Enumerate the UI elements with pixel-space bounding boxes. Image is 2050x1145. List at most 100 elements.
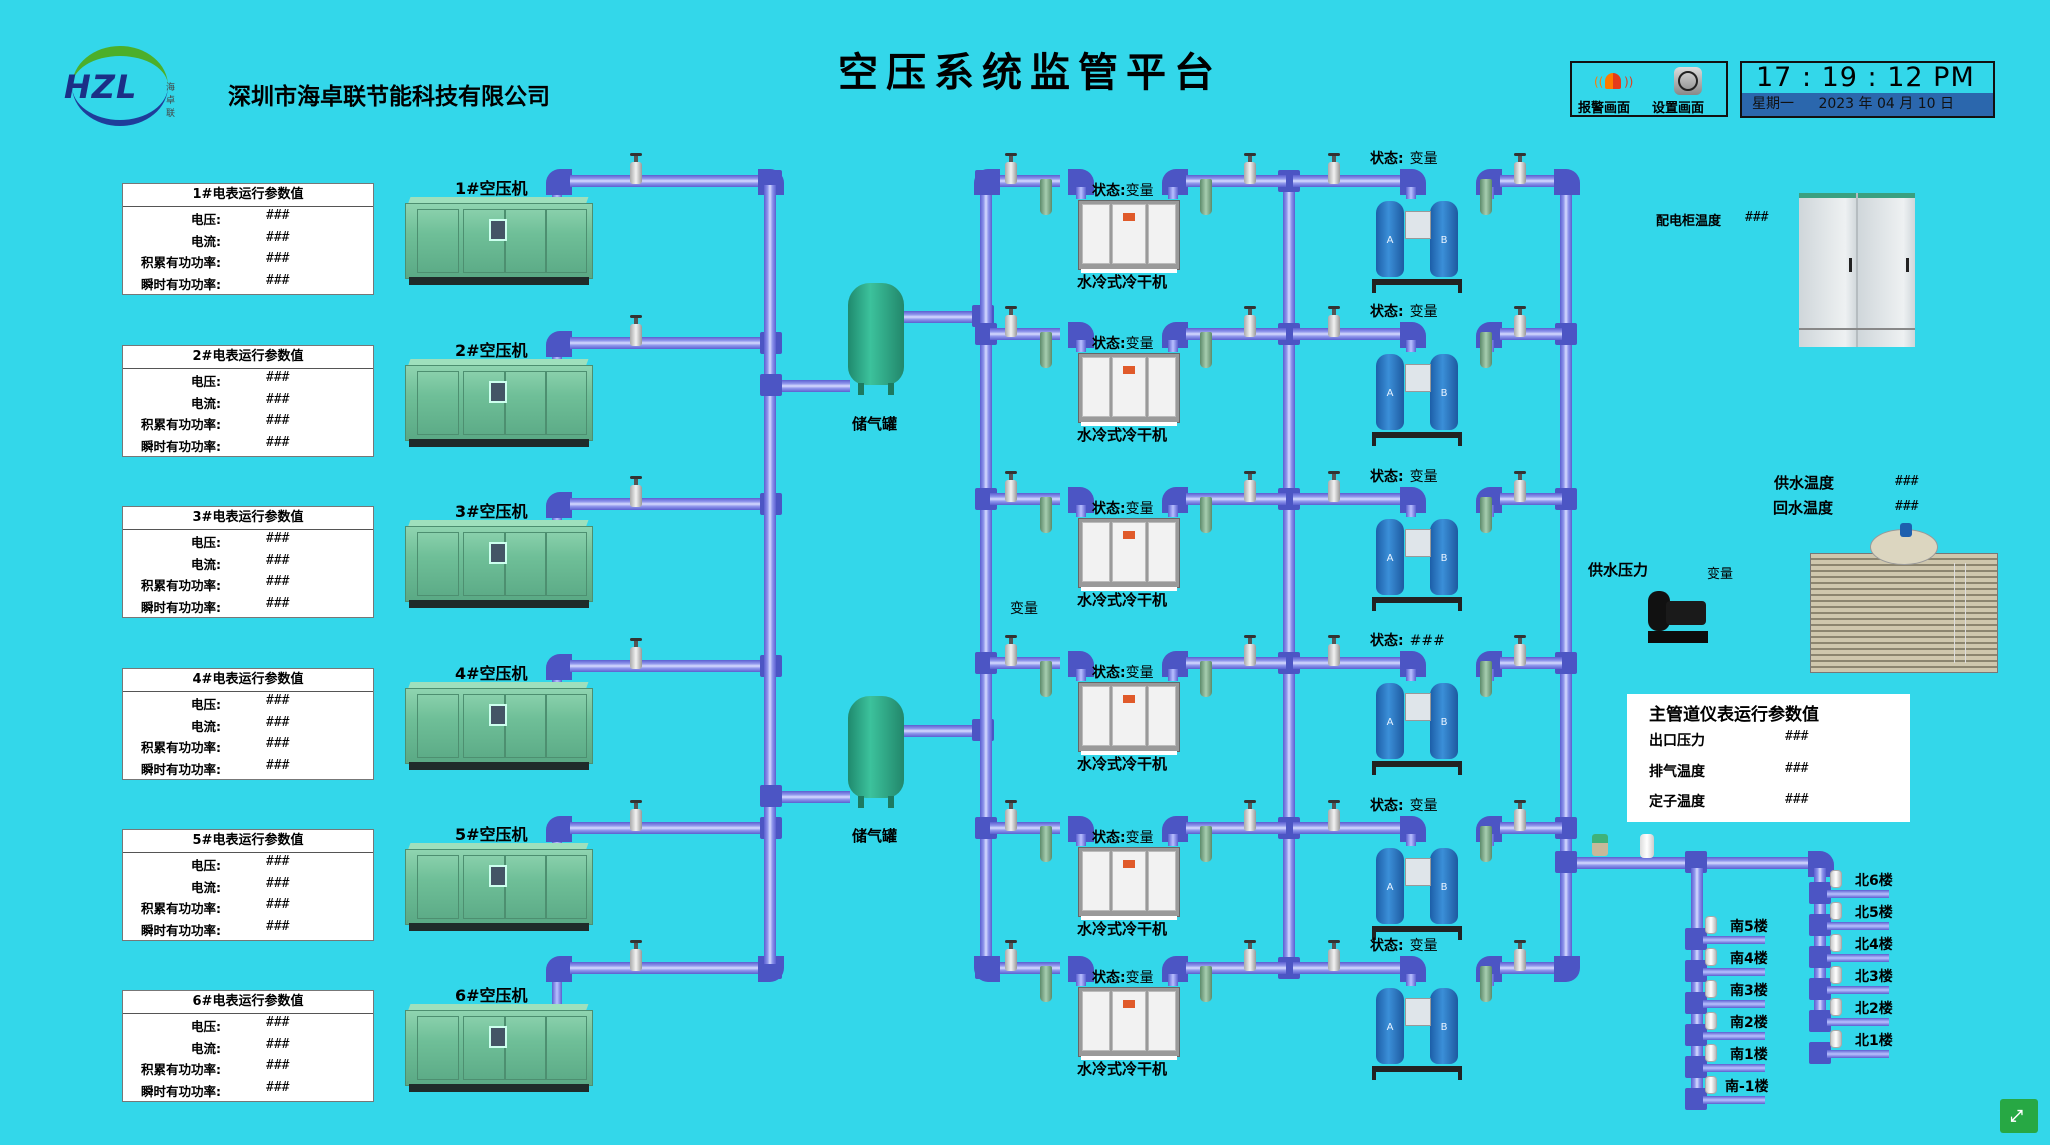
air-tank-2[interactable] [848,696,904,808]
valve[interactable] [1003,940,1019,974]
meter-label: 积累有功功率: [141,578,221,593]
water-pump[interactable] [1648,585,1710,645]
filter[interactable] [1040,332,1052,368]
filter[interactable] [1480,332,1492,368]
filter[interactable] [1480,826,1492,862]
filter[interactable] [1200,497,1212,533]
valve[interactable] [1242,635,1258,669]
cooling-tower[interactable] [1810,523,1998,685]
flow-meter[interactable] [1830,934,1842,952]
filter[interactable] [1480,497,1492,533]
filter[interactable] [1040,826,1052,862]
valve[interactable] [1242,471,1258,505]
valve[interactable] [1326,800,1342,834]
meter-label: 瞬时有功功率: [141,438,221,454]
filter[interactable] [1040,497,1052,533]
valve[interactable] [1003,800,1019,834]
power-cabinet[interactable] [1799,193,1915,347]
valve[interactable] [1326,635,1342,669]
valve[interactable] [1512,800,1528,834]
floor-label-north: 北1楼 [1855,1033,1893,1049]
adsorber-status: 状态:### [1370,630,1445,650]
filter[interactable] [1480,179,1492,215]
valve[interactable] [1512,306,1528,340]
flow-meter[interactable] [1705,1076,1717,1094]
meter-title: 5#电表运行参数值 [123,830,373,853]
pipe [904,725,980,737]
valve[interactable] [1512,471,1528,505]
valve[interactable] [1512,940,1528,974]
water-cooled-dryer-1[interactable] [1078,200,1180,273]
filter[interactable] [1200,332,1212,368]
water-cooled-dryer-5[interactable] [1078,847,1180,920]
valve[interactable] [628,940,644,974]
meter-panel-1: 1#电表运行参数值电压:###电流:###积累有功功率:###瞬时有功功率:##… [122,183,374,295]
filter[interactable] [1040,179,1052,215]
meter-value: ### [266,1079,290,1095]
pipe [1500,657,1562,669]
valve[interactable] [1326,306,1342,340]
filter[interactable] [1040,661,1052,697]
valve[interactable] [1242,800,1258,834]
valve[interactable] [1003,306,1019,340]
alarm-screen-button[interactable]: (( )) 报警画面 [1578,67,1648,116]
filter[interactable] [1200,661,1212,697]
valve[interactable] [628,315,644,349]
filter[interactable] [1200,966,1212,1002]
air-compressor-1[interactable] [405,197,593,285]
water-cooled-dryer-2[interactable] [1078,353,1180,426]
pressure-sensor[interactable] [1592,834,1608,856]
filter[interactable] [1200,826,1212,862]
flow-meter-main[interactable] [1640,834,1654,858]
valve[interactable] [1512,635,1528,669]
filter[interactable] [1040,966,1052,1002]
valve[interactable] [1242,940,1258,974]
flow-meter[interactable] [1705,1044,1717,1062]
filter[interactable] [1200,179,1212,215]
air-compressor-2[interactable] [405,359,593,447]
flow-meter[interactable] [1830,902,1842,920]
valve[interactable] [1003,153,1019,187]
valve[interactable] [628,476,644,510]
flow-meter[interactable] [1830,1030,1842,1048]
tank-a-tag: A [1386,388,1394,399]
filter[interactable] [1480,661,1492,697]
water-cooled-dryer-3[interactable] [1078,518,1180,591]
filter[interactable] [1480,966,1492,1002]
flow-meter[interactable] [1705,980,1717,998]
air-compressor-4[interactable] [405,682,593,770]
air-compressor-5[interactable] [405,843,593,931]
fullscreen-button[interactable]: ⤢ [2000,1099,2038,1133]
valve[interactable] [1003,471,1019,505]
flow-meter[interactable] [1705,1012,1717,1030]
valve[interactable] [628,153,644,187]
air-tank-1[interactable] [848,283,904,395]
air-compressor-6[interactable] [405,1004,593,1092]
meter-label: 电压: [191,374,221,389]
water-cooled-dryer-6[interactable] [1078,987,1180,1060]
water-cooled-dryer-4[interactable] [1078,682,1180,755]
meter-title: 4#电表运行参数值 [123,669,373,692]
flow-meter[interactable] [1830,966,1842,984]
valve[interactable] [1326,153,1342,187]
valve[interactable] [628,800,644,834]
flow-meter[interactable] [1830,998,1842,1016]
flow-meter[interactable] [1705,916,1717,934]
settings-screen-button[interactable]: 设置画面 [1652,67,1724,116]
valve[interactable] [1242,153,1258,187]
valve[interactable] [628,638,644,672]
valve[interactable] [1326,940,1342,974]
valve[interactable] [1242,306,1258,340]
flow-meter[interactable] [1705,948,1717,966]
valve[interactable] [1512,153,1528,187]
flow-meter[interactable] [1830,870,1842,888]
valve[interactable] [1003,635,1019,669]
air-compressor-3[interactable] [405,520,593,608]
valve[interactable] [1326,471,1342,505]
